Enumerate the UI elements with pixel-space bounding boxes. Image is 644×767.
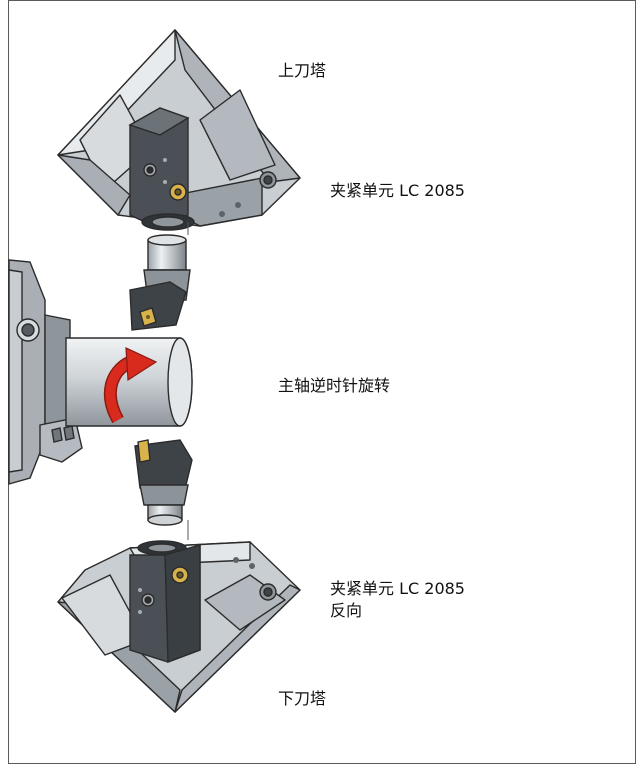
spindle-workpiece bbox=[65, 337, 193, 427]
spindle-chuck bbox=[8, 259, 83, 485]
lower-tool-holder bbox=[134, 439, 193, 526]
upper-clamp-unit-label: 夹紧单元 LC 2085 bbox=[330, 181, 465, 200]
upper-turret-label: 上刀塔 bbox=[278, 61, 327, 80]
lower-clamp-unit bbox=[129, 540, 201, 663]
spindle-rotation-label: 主轴逆时针旋转 bbox=[278, 376, 391, 395]
upper-tool-holder bbox=[129, 234, 191, 331]
lower-clamp-unit-label: 夹紧单元 LC 2085 bbox=[330, 579, 465, 598]
lower-turret-label: 下刀塔 bbox=[278, 689, 327, 708]
rotation-arrow-icon bbox=[103, 347, 158, 424]
lower-clamp-unit-reverse-label: 反向 bbox=[330, 601, 363, 620]
upper-clamp-unit bbox=[128, 107, 195, 231]
